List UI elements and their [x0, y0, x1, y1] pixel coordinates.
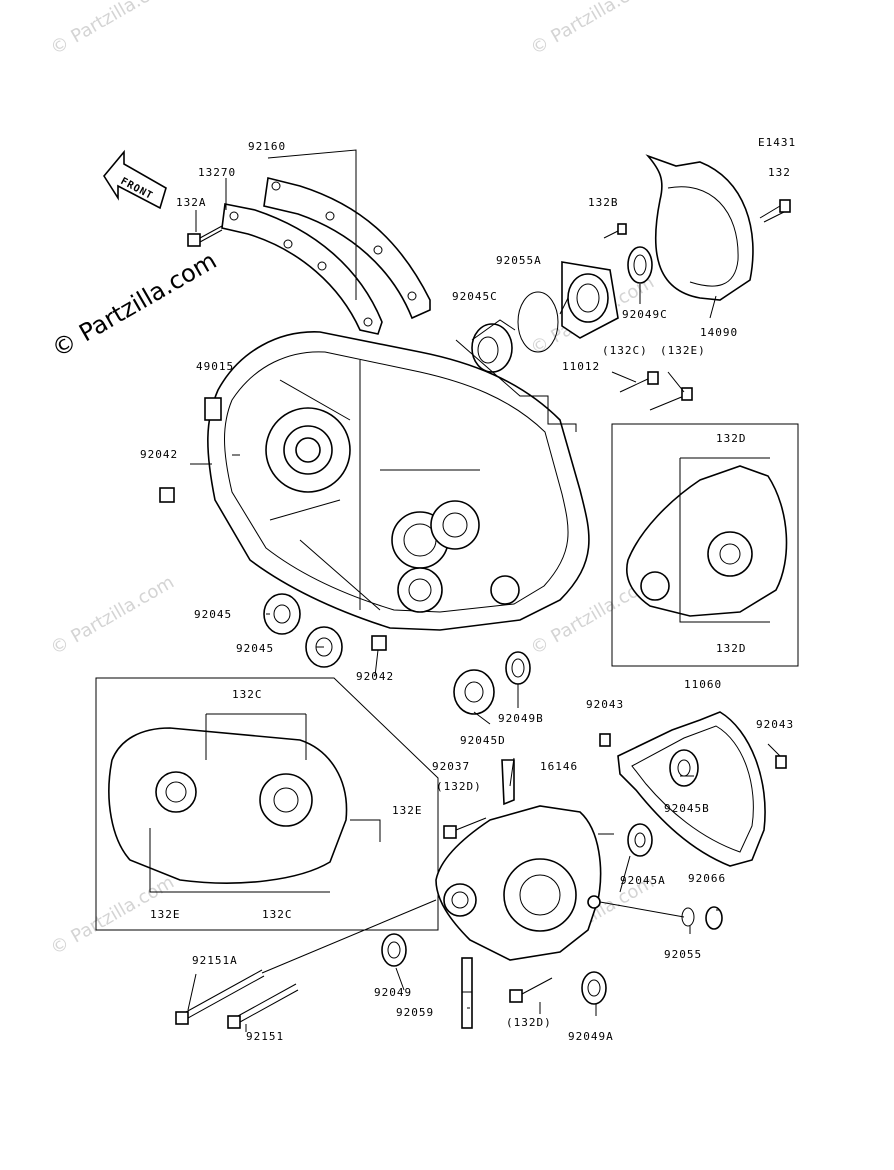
- part-label: 132D: [716, 642, 747, 655]
- seal-92049b: [505, 651, 531, 685]
- oring-92055a: [517, 291, 559, 353]
- bearing-92045c: [471, 319, 516, 373]
- part-label: 92045A: [620, 874, 666, 887]
- part-label: 92049C: [622, 308, 668, 321]
- part-label: 132C: [232, 688, 263, 701]
- part-label: (132C): [602, 344, 648, 357]
- bolt-92151a: [175, 969, 265, 1025]
- front-arrow-icon: FRONT: [103, 149, 167, 210]
- inset-132c-132e: [95, 677, 439, 931]
- part-label: 92160: [248, 140, 286, 153]
- part-label: 132: [768, 166, 791, 179]
- part-label: 49015: [196, 360, 234, 373]
- part-label: 132B: [588, 196, 619, 209]
- dowel-92043-a: [599, 733, 611, 747]
- part-label: 132A: [176, 196, 207, 209]
- part-label: 132D: [716, 432, 747, 445]
- bolt-92151: [227, 983, 299, 1029]
- bolt-132d-lower: [509, 977, 553, 1003]
- dowel-92042-bottom: [371, 635, 387, 651]
- plug-92066: [705, 906, 723, 930]
- dowel-92042-top: [159, 487, 175, 503]
- bearing-92045d: [453, 669, 495, 715]
- part-label: 132C: [262, 908, 293, 921]
- watermark-tile: © Partzilla.com: [527, 0, 658, 59]
- crankcase-main: [204, 331, 590, 631]
- part-label: 92045: [194, 608, 232, 621]
- part-label: 92049B: [498, 712, 544, 725]
- watermark-tile: © Partzilla.com: [47, 0, 178, 59]
- part-label: 92049: [374, 986, 412, 999]
- part-label: 14090: [700, 326, 738, 339]
- part-label: 92045C: [452, 290, 498, 303]
- part-label: (132D): [436, 780, 482, 793]
- cover-16146: [435, 805, 602, 961]
- part-label: 92055: [664, 948, 702, 961]
- seal-92049: [381, 933, 407, 967]
- part-label: 16146: [540, 760, 578, 773]
- bolt-132a: [187, 225, 223, 247]
- part-label: 13270: [198, 166, 236, 179]
- part-label: (132D): [506, 1016, 552, 1029]
- bolt-132c-long: [619, 371, 659, 393]
- bearing-92045b: [669, 749, 699, 787]
- part-label: 92043: [586, 698, 624, 711]
- bolt-132b: [603, 223, 627, 239]
- part-label: 92049A: [568, 1030, 614, 1043]
- dowel-92043-b: [775, 755, 787, 769]
- part-label: 92151: [246, 1030, 284, 1043]
- diagram-code: E1431: [758, 136, 796, 149]
- part-label: 92045: [236, 642, 274, 655]
- bearing-92045a: [627, 823, 653, 857]
- part-label: 92045B: [664, 802, 710, 815]
- seal-92049a: [581, 971, 607, 1005]
- part-label: 92042: [356, 670, 394, 683]
- gasket-11060: [617, 711, 766, 867]
- part-label: 11012: [562, 360, 600, 373]
- guide-plate: [221, 177, 431, 335]
- bearing-92045-a: [263, 593, 301, 635]
- part-label: 92037: [432, 760, 470, 773]
- gasket-14090: [645, 154, 754, 301]
- part-label: (132E): [660, 344, 706, 357]
- bolt-132: [759, 199, 791, 219]
- housing-11012: [561, 261, 619, 339]
- pin-92059: [461, 957, 473, 1029]
- bolt-132e-long: [649, 387, 693, 411]
- part-label: 132E: [150, 908, 181, 921]
- part-label: 92045D: [460, 734, 506, 747]
- part-label: 92066: [688, 872, 726, 885]
- part-label: 11060: [684, 678, 722, 691]
- part-label: 92055A: [496, 254, 542, 267]
- part-label: 92059: [396, 1006, 434, 1019]
- inset-132d: [611, 423, 799, 667]
- bolt-132d-upper: [443, 817, 487, 839]
- watermark-tile: © Partzilla.com: [47, 572, 178, 660]
- part-label: 92151A: [192, 954, 238, 967]
- seal-92049c: [627, 246, 653, 284]
- part-label: 92043: [756, 718, 794, 731]
- watermark-main: © Partzilla.com: [47, 246, 221, 363]
- part-label: 132E: [392, 804, 423, 817]
- part-label: 92042: [140, 448, 178, 461]
- clip-92037: [501, 759, 515, 806]
